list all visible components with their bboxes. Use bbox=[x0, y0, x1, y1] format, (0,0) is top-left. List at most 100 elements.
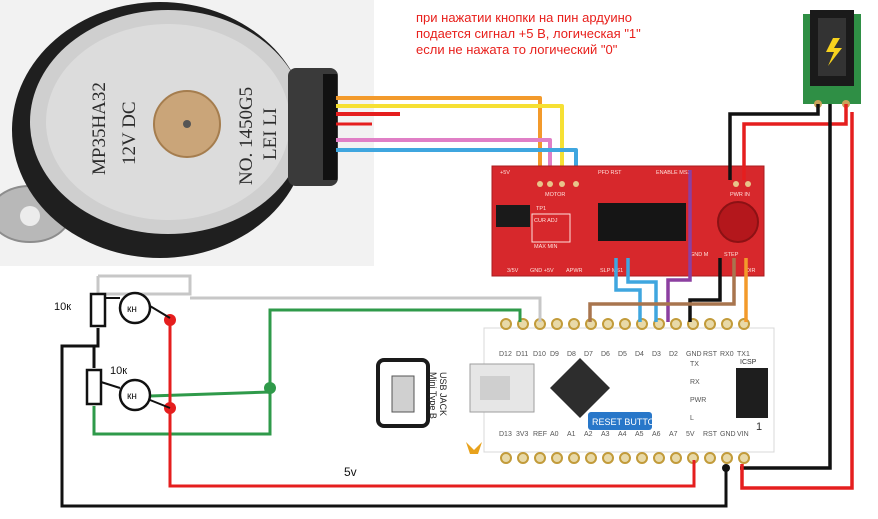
reset-button-badge bbox=[588, 412, 652, 430]
pin-label-d13: D13 bbox=[499, 431, 512, 438]
control-wires bbox=[588, 170, 748, 322]
green-junction bbox=[264, 382, 276, 394]
driver-dir-label: DIR bbox=[746, 268, 756, 274]
pin-vin bbox=[738, 452, 750, 464]
wire-black-r2 bbox=[92, 344, 98, 368]
pin-a1 bbox=[568, 452, 580, 464]
pin-label-5v: 5V bbox=[686, 431, 695, 438]
nano-bottom-pins bbox=[500, 452, 750, 464]
pin-a3 bbox=[602, 452, 614, 464]
pin-a2 bbox=[585, 452, 597, 464]
wire-blue-slp bbox=[626, 258, 658, 322]
side-label-tx: TX bbox=[690, 361, 699, 368]
pin-label-a2: A2 bbox=[584, 431, 593, 438]
pin-label-gnd: GND bbox=[686, 351, 702, 358]
pin-label-d11: D11 bbox=[516, 351, 528, 358]
driver-gnd-m-label: GND M bbox=[690, 252, 709, 258]
pin-d12 bbox=[500, 318, 512, 330]
wire-green-to-d11 bbox=[268, 308, 522, 388]
usb-jack-label-2: Mini Type B bbox=[428, 372, 438, 419]
resistor-1 bbox=[89, 292, 107, 328]
driver-chip bbox=[598, 203, 686, 241]
wire-purple-ms2 bbox=[666, 170, 692, 322]
motor-shaft bbox=[183, 120, 191, 128]
pin-label-gnd: GND bbox=[720, 431, 736, 438]
pin-rst bbox=[704, 452, 716, 464]
motor-model-label: MP35HA32 bbox=[89, 82, 110, 175]
gnd-junction bbox=[722, 464, 730, 472]
note-line-3: если не нажата то логический "0" bbox=[416, 42, 618, 57]
note-line-2: подается сигнал +5 В, логическая "1" bbox=[416, 26, 641, 41]
driver-pwr-in-label: PWR IN bbox=[730, 192, 750, 198]
pin-label-rx0: RX0 bbox=[720, 351, 734, 358]
button-1 bbox=[118, 291, 152, 325]
pin-label-d3: D3 bbox=[652, 351, 661, 358]
driver-chip-small bbox=[496, 205, 530, 227]
pin-label-a5: A5 bbox=[635, 431, 644, 438]
pin-a5 bbox=[636, 452, 648, 464]
pin-rx0 bbox=[721, 318, 733, 330]
driver-pot bbox=[531, 213, 571, 243]
pin-d9 bbox=[551, 318, 563, 330]
power-jack bbox=[803, 10, 861, 108]
usb-jack-label-1: USB JACK bbox=[438, 372, 448, 416]
driver-motor-pins bbox=[537, 181, 751, 187]
pin-a6 bbox=[653, 452, 665, 464]
pin-label-d4: D4 bbox=[635, 351, 644, 358]
pin-gnd bbox=[721, 452, 733, 464]
pin-label-3v3: 3V3 bbox=[516, 431, 529, 438]
driver-apwr-label: APWR bbox=[566, 268, 583, 274]
wire-red-power bbox=[742, 104, 848, 180]
driver-gnd-5v-label: GND +5V bbox=[530, 268, 554, 274]
motor-voltage-label: 12V DC bbox=[119, 101, 140, 165]
pin-label-d2: D2 bbox=[669, 351, 678, 358]
motor-batch-label: LEI LI bbox=[260, 108, 281, 160]
nano-usb-inner bbox=[480, 376, 510, 400]
driver-max-min-label: MAX MIN bbox=[534, 244, 558, 250]
board-number-label: 1 bbox=[756, 421, 762, 433]
pin-label-rst: RST bbox=[703, 351, 718, 358]
pin-d5 bbox=[619, 318, 631, 330]
pin-label-a7: A7 bbox=[669, 431, 678, 438]
pin-a7 bbox=[670, 452, 682, 464]
button-circuit: 10к 10к кн кн 5v bbox=[54, 274, 728, 508]
pin-label-d12: D12 bbox=[499, 351, 512, 358]
pin-d8 bbox=[568, 318, 580, 330]
pin-label-rst: RST bbox=[703, 431, 718, 438]
button-2 bbox=[118, 378, 152, 412]
driver-pfd-rst-label: PFD RST bbox=[598, 170, 622, 176]
resistor-2 bbox=[85, 368, 103, 406]
pin-rst bbox=[704, 318, 716, 330]
wire-black-power bbox=[728, 104, 820, 180]
pin-label-d6: D6 bbox=[601, 351, 610, 358]
pin-label-a0: A0 bbox=[550, 431, 559, 438]
power-wires bbox=[722, 104, 854, 490]
pin-3v3 bbox=[517, 452, 529, 464]
resistor-1-label: 10к bbox=[54, 301, 71, 313]
mount-hole bbox=[20, 206, 40, 226]
wire-blue-ms1 bbox=[614, 258, 642, 322]
nano-microcontroller bbox=[550, 358, 610, 418]
wire-black-gnd-nano bbox=[740, 104, 832, 470]
driver-capacitor bbox=[717, 201, 759, 243]
pin-a0 bbox=[551, 452, 563, 464]
wire-orange bbox=[336, 96, 542, 180]
driver-slp-ms1-label: SLP MS1 bbox=[600, 268, 623, 274]
pin-label-d7: D7 bbox=[584, 351, 593, 358]
driver-motor-label: MOTOR bbox=[545, 192, 565, 198]
driver-3-5v-label: 3/5V bbox=[507, 268, 519, 274]
pin-label-ref: REF bbox=[533, 431, 547, 438]
button-2-label: кн bbox=[127, 391, 137, 402]
driver-step-label: STEP bbox=[724, 252, 739, 258]
reset-button-label: RESET BUTTON bbox=[592, 417, 661, 427]
pin-label-d9: D9 bbox=[550, 351, 559, 358]
supply-5v-label: 5v bbox=[344, 465, 357, 479]
wire-gray-to-d10 bbox=[190, 296, 542, 322]
pin-label-a1: A1 bbox=[567, 431, 576, 438]
wire-red-vin bbox=[740, 112, 854, 490]
pin-label-a4: A4 bbox=[618, 431, 627, 438]
side-label-l: L bbox=[690, 415, 694, 422]
pin-ref bbox=[534, 452, 546, 464]
